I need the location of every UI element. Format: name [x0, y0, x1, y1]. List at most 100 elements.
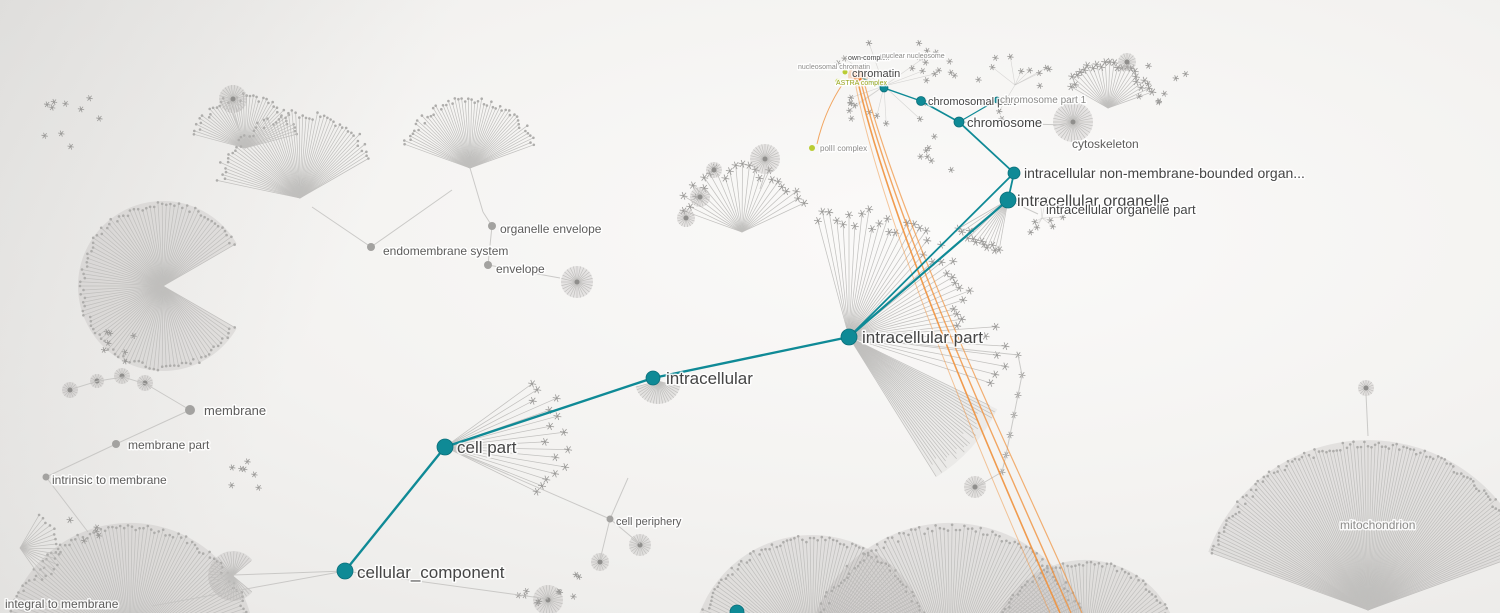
node-glyph	[765, 166, 774, 175]
label-membrane-part[interactable]: membrane part	[127, 437, 212, 454]
node-cell_part[interactable]	[436, 438, 454, 456]
node-glyph	[105, 339, 112, 347]
node-chromosome_part_1[interactable]	[993, 96, 1001, 104]
node-glyph	[986, 379, 995, 387]
node-glyph	[932, 49, 940, 56]
node-glyph	[1131, 72, 1140, 81]
label-chromatin[interactable]: chromatin	[851, 67, 902, 82]
node-glyph	[935, 67, 942, 74]
label-intracellular[interactable]: intracellular	[665, 368, 755, 390]
node-glyph	[989, 64, 996, 71]
node-glyph	[917, 153, 924, 160]
edge	[599, 518, 611, 561]
edge	[232, 570, 346, 576]
edge	[45, 443, 117, 478]
node-glyph	[745, 161, 754, 170]
node-intracellular[interactable]	[645, 370, 661, 386]
rosette-cluster	[137, 375, 153, 391]
node-glyph	[991, 370, 1000, 379]
label-cell-periphery: cell periphery	[616, 516, 682, 528]
node-glyph	[1161, 90, 1168, 97]
node-glyph	[949, 305, 958, 313]
label-intracellular-non-membrane-bounded-organ[interactable]: intracellular non-membrane-bounded organ…	[1023, 164, 1307, 183]
node-pol2_complex[interactable]	[809, 145, 815, 151]
node-glyph	[951, 279, 960, 287]
label-intracellular-organelle[interactable]: intracellular organelle	[1016, 192, 1171, 212]
node-glyph	[931, 133, 938, 140]
edge	[1005, 434, 1011, 456]
node-intracellular_organelle[interactable]	[999, 191, 1017, 209]
label-chromosome-part-1: chromosome part 1	[1000, 95, 1087, 106]
node-chromosomal_part[interactable]	[916, 96, 926, 106]
edge	[311, 206, 372, 248]
node-membrane_part[interactable]	[112, 440, 120, 448]
edge	[759, 173, 766, 190]
highlight-edge	[343, 445, 447, 573]
node-glyph	[942, 269, 951, 278]
node-glyph	[41, 132, 48, 139]
node-nuclear_chromatin[interactable]	[848, 66, 868, 86]
node-organelle_envelope[interactable]	[488, 222, 496, 230]
fan-cluster	[9, 522, 251, 613]
node-glyph	[738, 159, 747, 168]
node-glyph	[533, 385, 542, 394]
node-glyph	[1045, 65, 1053, 73]
node-glyph	[528, 379, 537, 388]
label-chromosomal-part[interactable]: chromosomal part	[927, 95, 1018, 110]
fan-cluster	[813, 205, 974, 338]
node-chromosome[interactable]	[953, 116, 965, 128]
node-glyph	[834, 59, 842, 67]
node-glyph	[1018, 67, 1025, 75]
node-glyph	[988, 241, 997, 249]
node-glyph	[93, 527, 100, 535]
node-glyph	[915, 54, 923, 61]
node-intracellular_part[interactable]	[840, 328, 858, 346]
rosette-cluster	[219, 85, 247, 113]
node-endomembrane_system[interactable]	[367, 243, 375, 251]
rosette-cluster	[750, 144, 780, 174]
node-glyph	[100, 346, 108, 354]
node-glyph	[947, 69, 955, 76]
label-membrane[interactable]: membrane	[203, 402, 268, 420]
node-chromatin_hub[interactable]	[879, 83, 889, 93]
node-glyph	[1027, 229, 1034, 236]
node-glyph	[1036, 196, 1044, 203]
node-green_complex_b[interactable]	[835, 78, 841, 84]
label-intracellular-organelle-part[interactable]: intracellular organelle part	[1045, 201, 1198, 219]
node-cell_periphery[interactable]	[606, 515, 614, 523]
node-glyph	[844, 210, 854, 219]
node-glyph	[238, 465, 245, 472]
node-membrane[interactable]	[185, 405, 195, 415]
rosette-cluster	[1053, 102, 1093, 142]
node-glyph	[847, 94, 855, 101]
node-glyph	[552, 394, 561, 403]
node-glyph	[995, 245, 1004, 254]
label-intracellular-part[interactable]: intracellular part	[861, 327, 985, 349]
label-cell-part[interactable]: cell part	[456, 437, 519, 459]
node-glyph	[58, 130, 65, 137]
fan-sector	[815, 522, 1085, 613]
node-glyph	[949, 257, 958, 266]
label-cellular-component[interactable]: cellular_component	[356, 562, 507, 584]
node-envelope[interactable]	[484, 261, 492, 269]
node-intrinsic_to_membrane[interactable]	[42, 473, 50, 481]
node-green_complex_a[interactable]	[842, 69, 848, 75]
label-chromosome[interactable]: chromosome	[966, 114, 1044, 132]
node-non_membrane_organelle[interactable]	[1007, 166, 1021, 180]
rosette-cluster	[1118, 53, 1136, 71]
node-glyph	[1155, 99, 1162, 106]
node-cellular_component[interactable]	[336, 562, 354, 580]
glyph-cluster	[917, 133, 955, 173]
node-glyph	[883, 214, 892, 223]
node-glyph	[946, 58, 953, 65]
node-glyph	[792, 187, 801, 196]
label-own-complex: own-complex	[848, 55, 890, 62]
node-glyph	[523, 587, 530, 595]
node-bottom_clipped_node[interactable]	[729, 604, 745, 613]
label-integral-to-membrane[interactable]: integral to membrane	[4, 596, 121, 613]
label-intrinsic-to-membrane[interactable]: intrinsic to membrane	[51, 472, 169, 489]
fan-sector	[635, 381, 681, 404]
fan-cluster	[19, 513, 61, 581]
